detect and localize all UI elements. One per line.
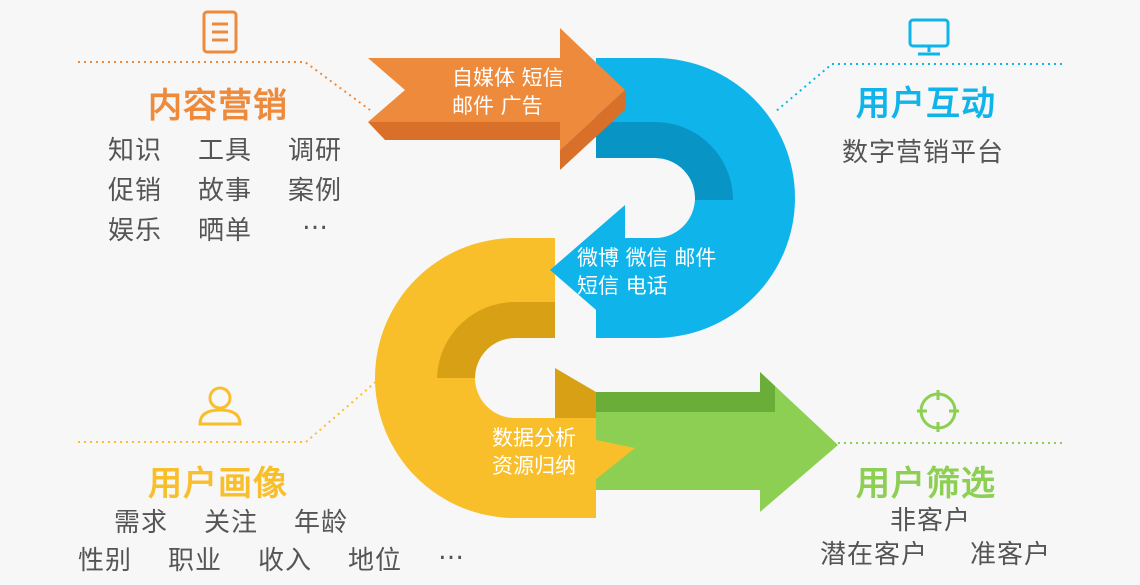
yellow-band-fold	[555, 368, 596, 418]
connector-lines	[78, 61, 1062, 444]
blue-arrow	[550, 205, 655, 335]
yellow-arrow-head	[555, 418, 635, 512]
blue-band-inner-shadow	[596, 122, 733, 200]
yellow-band-inner-shadow	[437, 301, 555, 378]
user-interaction-item: 数字营销平台	[842, 138, 1005, 168]
content-marketing-item: …	[302, 206, 329, 236]
green-arrow-line-2: 资源归纳	[492, 454, 576, 478]
user-profile-item: 关注	[204, 508, 259, 538]
green-arrow-label: 数据分析 资源归纳	[492, 424, 576, 480]
monitor-icon	[908, 18, 950, 56]
content-marketing-item: 娱乐	[108, 216, 163, 246]
content-marketing-item: 知识	[108, 136, 163, 166]
user-interaction-title: 用户互动	[856, 84, 996, 124]
user-profile-item: …	[438, 536, 465, 566]
user-profile-item: 收入	[258, 546, 313, 576]
content-marketing-item: 促销	[108, 176, 163, 206]
user-profile-title: 用户画像	[148, 464, 288, 504]
user-profile-item: 年龄	[294, 508, 349, 538]
user-icon	[198, 386, 242, 426]
blue-arrow-label: 微博 微信 邮件 短信 电话	[577, 244, 716, 300]
target-icon	[917, 390, 959, 432]
user-screening-item: 潜在客户	[820, 540, 929, 570]
orange-arrow-shadow	[368, 90, 625, 170]
orange-arrow-line-1: 自媒体 短信	[452, 66, 564, 90]
content-marketing-item: 故事	[198, 176, 253, 206]
connector-user-profile	[78, 379, 379, 443]
user-screening-title: 用户筛选	[856, 464, 996, 504]
green-arrow-line-1: 数据分析	[492, 426, 576, 450]
user-profile-item: 地位	[348, 546, 403, 576]
user-screening-item: 非客户	[890, 506, 972, 536]
content-marketing-item: 调研	[288, 136, 343, 166]
content-marketing-item: 晒单	[198, 216, 253, 246]
orange-arrow-label: 自媒体 短信 邮件 广告	[452, 64, 564, 120]
orange-arrow-line-2: 邮件 广告	[452, 94, 543, 118]
content-marketing-title: 内容营销	[148, 86, 288, 126]
content-marketing-item: 案例	[288, 176, 343, 206]
connector-user-interaction	[774, 63, 1062, 113]
blue-arrow-line-1: 微博 微信 邮件	[577, 246, 717, 270]
orange-arrow	[368, 28, 625, 150]
content-marketing-item: 工具	[198, 136, 253, 166]
user-screening-item: 准客户	[970, 540, 1052, 570]
user-profile-item: 职业	[168, 546, 223, 576]
document-icon	[202, 10, 238, 54]
user-profile-item: 性别	[78, 546, 133, 576]
green-arrow-top-shade	[596, 372, 775, 412]
user-profile-item: 需求	[114, 508, 169, 538]
blue-arrow-line-2: 短信 电话	[577, 274, 668, 298]
